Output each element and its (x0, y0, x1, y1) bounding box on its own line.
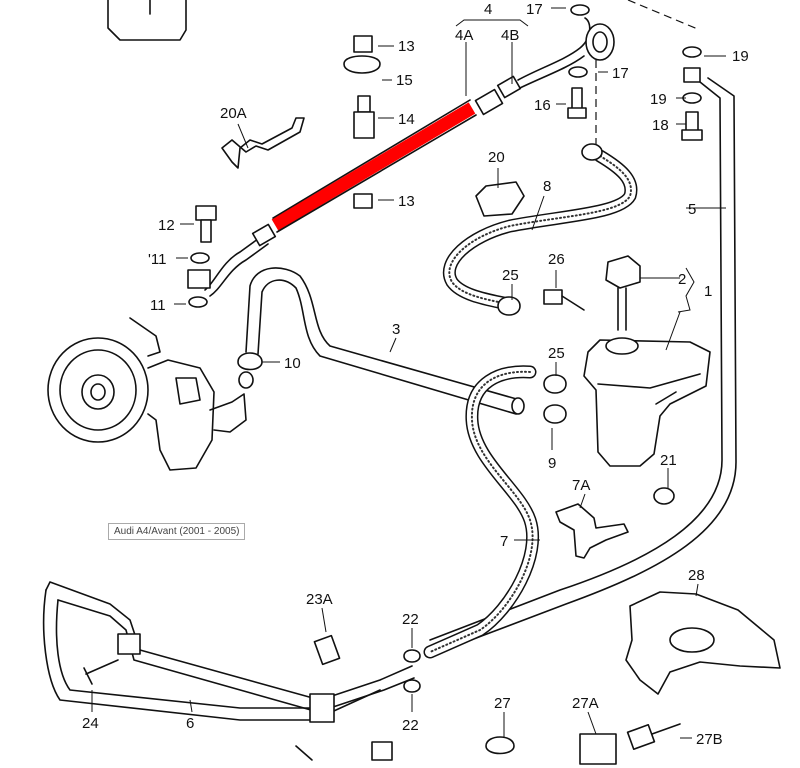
label-25-lower: 25 (548, 345, 565, 362)
label-17-right: 17 (612, 65, 629, 82)
label-17-top: 17 (526, 1, 543, 18)
label-10: 10 (284, 355, 301, 372)
label-19-top: 19 (732, 48, 749, 65)
label-18: 18 (652, 117, 669, 134)
label-28: 28 (688, 567, 705, 584)
bottom-parts-27 (295, 723, 681, 765)
label-8: 8 (543, 178, 551, 195)
bolt-26-clamps-25 (497, 289, 585, 424)
label-20: 20 (488, 149, 505, 166)
vehicle-model-caption: Audi A4/Avant (2001 - 2005) (108, 523, 246, 540)
label-5: 5 (688, 201, 696, 218)
label-16: 16 (534, 97, 551, 114)
part-4-bracket (455, 19, 529, 27)
label-23a: 23A (306, 591, 333, 608)
bracket-7a (555, 503, 629, 559)
label-12: 12 (158, 217, 175, 234)
label-13-top: 13 (398, 38, 415, 55)
label-7a: 7A (572, 477, 590, 494)
label-27: 27 (494, 695, 511, 712)
label-7: 7 (500, 533, 508, 550)
top-left-component (107, 0, 187, 41)
suction-hose-3 (245, 267, 525, 415)
label-4: 4 (484, 1, 492, 18)
label-13-bottom: 13 (398, 193, 415, 210)
highlighted-pressure-hose (271, 102, 476, 231)
label-24: 24 (82, 715, 99, 732)
return-hose-8 (442, 143, 638, 311)
bracket-20a (221, 117, 305, 169)
cooler-loop-6 (42, 581, 421, 723)
bolt-stack-13-15-14 (343, 35, 381, 209)
label-2: 2 (678, 271, 686, 288)
label-14: 14 (398, 111, 415, 128)
label-15: 15 (396, 72, 413, 89)
return-pipe-5 (429, 77, 737, 655)
label-22-bottom: 22 (402, 717, 419, 734)
label-9: 9 (548, 455, 556, 472)
label-20a: 20A (220, 105, 247, 122)
label-4b: 4B (501, 27, 519, 44)
heat-shield-hole (669, 627, 715, 653)
part-labels: 4 4A 4B 17 17 19 19 18 13 15 14 13 16 20… (82, 1, 749, 748)
label-19-mid: 19 (650, 91, 667, 108)
label-26: 26 (548, 251, 565, 268)
label-11-lower: 11 (150, 297, 166, 314)
clip-20 (475, 181, 525, 217)
hose-7 (423, 365, 540, 659)
banjo-bolt-12-washers (187, 205, 217, 308)
label-27a: 27A (572, 695, 599, 712)
heat-shield-28 (625, 591, 781, 695)
label-6: 6 (186, 715, 194, 732)
label-1: 1 (704, 283, 712, 300)
power-steering-pump (47, 317, 263, 471)
fittings-top-right (567, 4, 703, 141)
label-27b: 27B (696, 731, 723, 748)
label-3: 3 (392, 321, 400, 338)
pressure-line-assembly (204, 17, 615, 297)
label-22-top: 22 (402, 611, 419, 628)
label-25-upper: 25 (502, 267, 519, 284)
dashed-reference-line (627, 0, 701, 31)
label-11-upper: '11 (148, 251, 166, 268)
label-21: 21 (660, 452, 677, 469)
label-4a: 4A (455, 27, 473, 44)
reservoir-1 (583, 255, 711, 505)
leader-lines (91, 7, 726, 739)
